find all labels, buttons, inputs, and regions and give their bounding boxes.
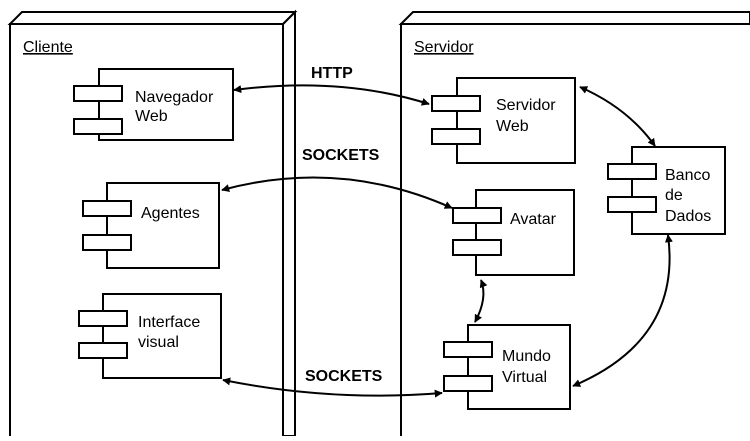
- connector-label-http: HTTP: [311, 65, 353, 82]
- component-agentes: Agentes: [82, 182, 220, 269]
- connector-banco-mundo: [572, 234, 673, 387]
- component-label-line: de: [665, 187, 683, 204]
- connector-sockets-bottom: [222, 377, 443, 398]
- component-label-line: Servidor: [496, 97, 556, 114]
- component-servidor-web: Servidor Web: [431, 77, 576, 164]
- component-label-line: Dados: [665, 208, 711, 225]
- component-label-line: Interface: [138, 314, 200, 331]
- connector-label-sockets-bottom: SOCKETS: [305, 368, 383, 385]
- node-title-cliente: Cliente: [23, 39, 73, 56]
- component-label-line: Mundo: [502, 348, 551, 365]
- node-servidor: Servidor: [398, 11, 750, 436]
- connector-avatar-mundo: [474, 279, 488, 323]
- connector-servidor-banco: [579, 86, 656, 147]
- component-label-line: Banco: [665, 167, 710, 184]
- component-label-line: Agentes: [141, 205, 200, 222]
- component-label-line: Virtual: [502, 369, 547, 386]
- component-label-line: Web: [135, 108, 168, 125]
- connector-label-sockets-top: SOCKETS: [302, 147, 380, 164]
- connector-http: [233, 84, 430, 106]
- component-avatar: Avatar: [452, 189, 575, 276]
- component-label-line: Web: [496, 118, 529, 135]
- component-label-line: Avatar: [510, 211, 557, 228]
- component-navegador-web: Navegador Web: [73, 68, 234, 141]
- connector-sockets-top: [221, 176, 453, 209]
- component-label-line: visual: [138, 334, 179, 351]
- node-title-servidor: Servidor: [414, 39, 474, 56]
- component-mundo-virtual: Mundo Virtual: [443, 324, 571, 410]
- component-banco-de-dados: Banco de Dados: [607, 146, 726, 235]
- component-interface-visual: Interface visual: [78, 293, 222, 379]
- component-label-line: Navegador: [135, 89, 214, 106]
